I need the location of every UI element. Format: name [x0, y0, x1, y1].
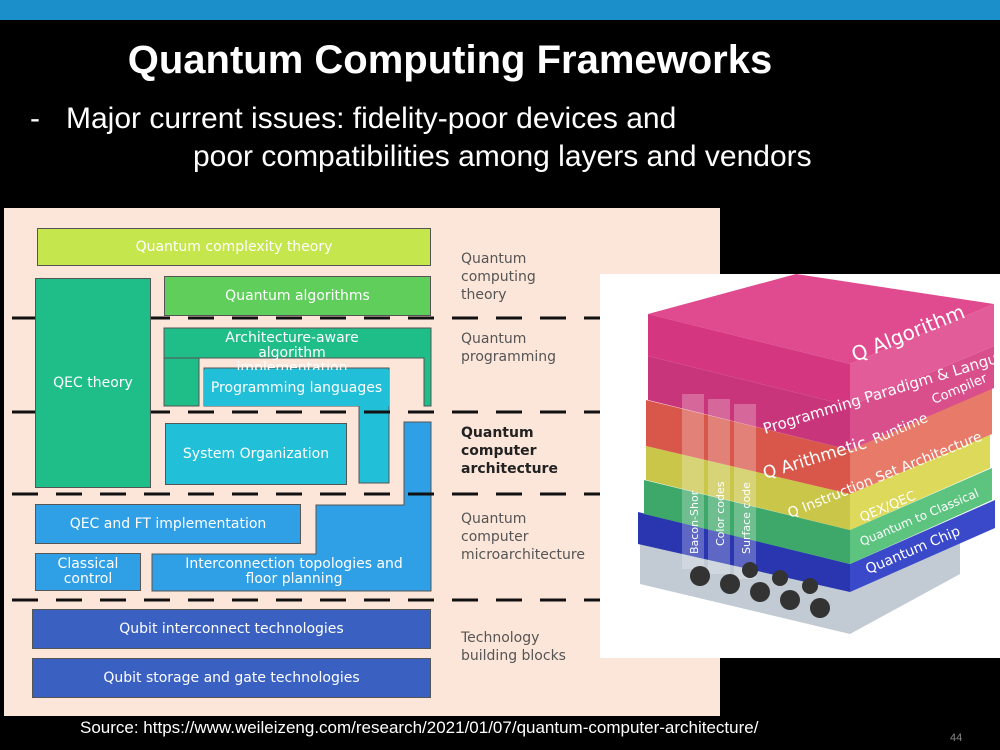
level-label-technology: Technology building blocks [461, 630, 566, 664]
layer-green-side [850, 468, 992, 564]
qubit-spheres [690, 562, 830, 618]
box-programming-languages: Programming languages [204, 370, 389, 406]
layer-top-front [648, 314, 850, 406]
layer-paradigm-side [850, 346, 994, 450]
box-qec-theory: QEC theory [35, 278, 151, 488]
layer-chip-front [638, 512, 850, 592]
stack-label-bacon: Bacon-Shor [688, 490, 701, 554]
layer-chip-side [850, 500, 995, 592]
layer-top-face [648, 274, 994, 364]
box-quantum-complexity-theory: Quantum complexity theory [37, 228, 431, 266]
level-label-programming: Quantum programming [461, 331, 557, 365]
layered-stack-illustration: Q Algorithm Programming Paradigm & Langu… [600, 274, 1000, 658]
layer-green-front [644, 480, 850, 564]
box-classical-control: Classical control [35, 553, 141, 591]
box-qubit-interconnect: Qubit interconnect technologies [32, 609, 431, 649]
arch-aware-arm [163, 357, 200, 407]
label-interconnection-topologies: Interconnection topologies and floor pla… [185, 556, 403, 587]
top-accent-bar [0, 0, 1000, 20]
level-label-architecture: Quantum computer architecture [461, 425, 558, 477]
code-column-3 [734, 404, 756, 579]
layer-yellow-side [850, 434, 990, 530]
box-qec-ft-implementation: QEC and FT implementation [35, 504, 301, 544]
layer-red-front [646, 400, 850, 494]
stack-label-surface: Surface code [740, 482, 753, 554]
source-citation: Source: https://www.weileizeng.com/resea… [80, 718, 759, 737]
code-column-2 [708, 399, 730, 574]
layer-paradigm-front [648, 356, 850, 450]
microarch-shape [151, 421, 432, 592]
level-label-microarchitecture: Quantum computer microarchitecture [461, 511, 585, 563]
bullet-marker: - [30, 102, 40, 135]
bullet-line-1: Major current issues: fidelity-poor devi… [66, 102, 677, 135]
box-system-organization: System Organization [165, 423, 347, 485]
bullet-line-2: poor compatibilities among layers and ve… [193, 140, 812, 173]
stack-svg: Q Algorithm Programming Paradigm & Langu… [638, 274, 1000, 634]
code-column-1 [682, 394, 704, 569]
box-quantum-algorithms: Quantum algorithms [164, 276, 431, 316]
layer-red-side [850, 388, 992, 494]
layer-top-side [850, 304, 994, 406]
layer-yellow-front [646, 446, 850, 530]
page-number: 44 [950, 732, 963, 744]
box-qubit-storage: Qubit storage and gate technologies [32, 658, 431, 698]
slide-title: Quantum Computing Frameworks [127, 38, 773, 82]
level-label-theory: Quantum computing theory [461, 251, 536, 303]
stack-label-color: Color codes [714, 481, 727, 546]
